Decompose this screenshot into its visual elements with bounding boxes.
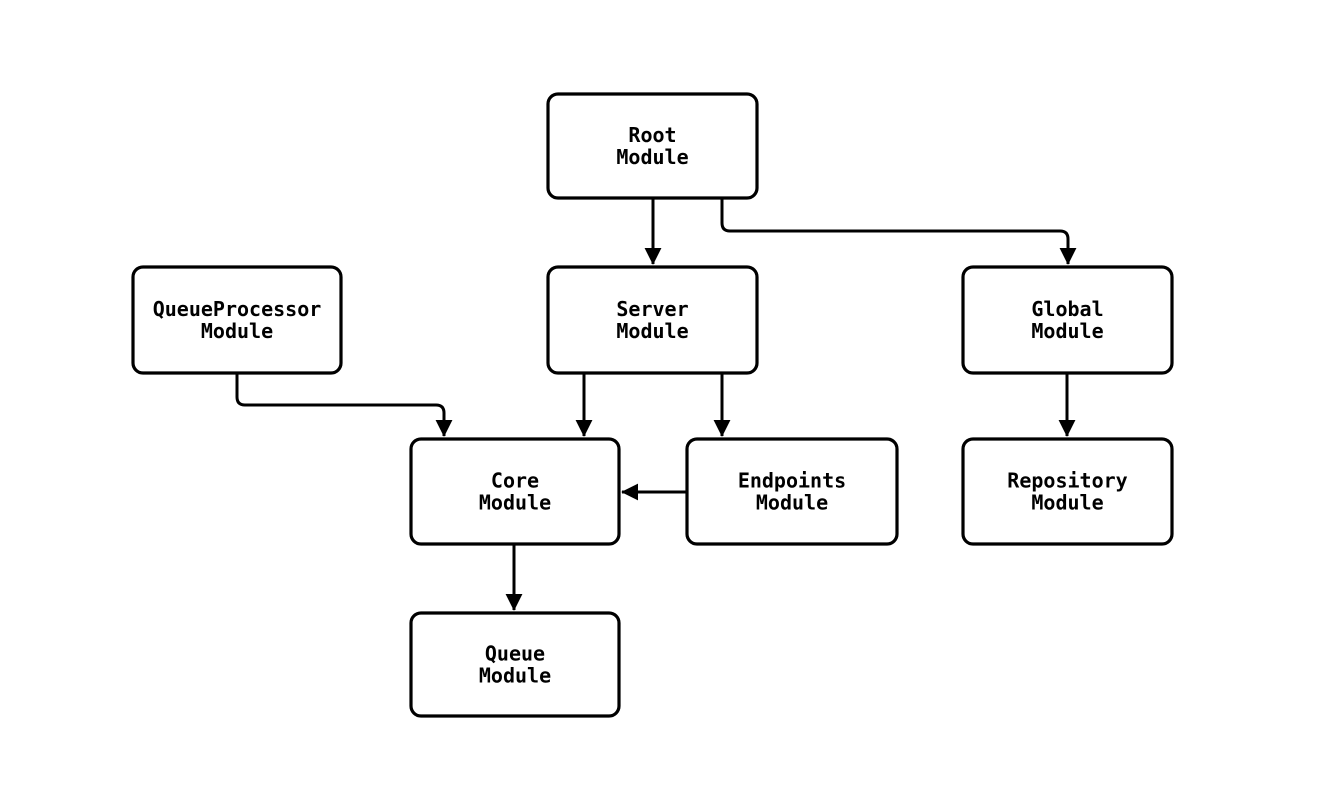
- node-server-box: [546, 265, 759, 375]
- edges-layer: [235, 198, 1077, 611]
- node-queue-box: [409, 611, 621, 718]
- node-queueprocessor-box: [131, 265, 343, 375]
- edge-queueprocessor-to-core: [235, 373, 453, 437]
- node-root-box: [546, 92, 759, 200]
- node-core-box: [409, 437, 621, 546]
- node-endpoints-box: [685, 437, 899, 546]
- edge-root-to-global: [720, 198, 1077, 265]
- node-global-box: [961, 265, 1174, 375]
- node-repository-box: [961, 437, 1174, 546]
